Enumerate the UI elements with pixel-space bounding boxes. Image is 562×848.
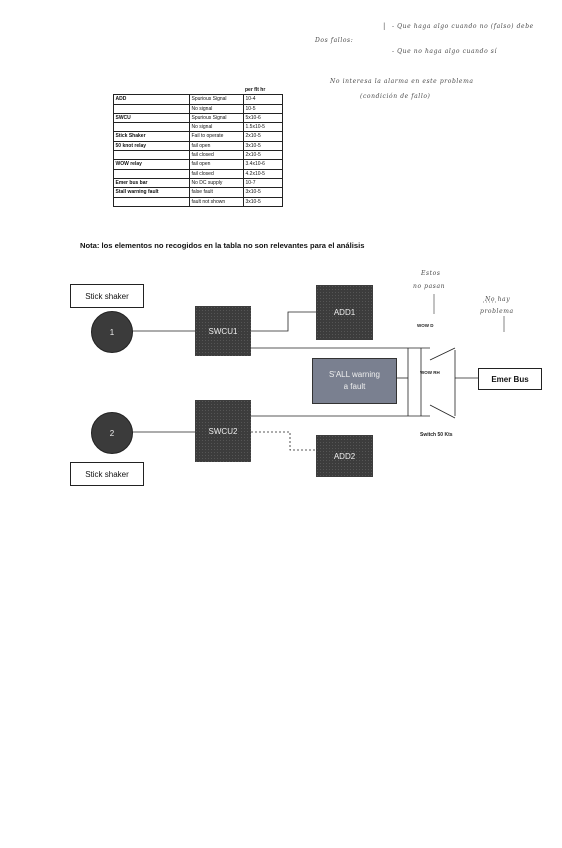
- stall-warning-line2: a fault: [343, 382, 366, 391]
- wow-d-label: WOW D: [417, 323, 434, 328]
- handwritten-switch-note-2: problema: [480, 308, 514, 315]
- table-header-rate: per flt hr: [245, 87, 266, 93]
- stall-warning-line1: S'ALL warning: [328, 370, 381, 379]
- stick-shaker-label-bottom: Stick shaker: [70, 462, 144, 486]
- table-cell-rate: 3.4x10-6: [243, 159, 283, 170]
- handwritten-wow-note-2: no pasan: [413, 283, 446, 290]
- analysis-note: Nota: los elementos no recogidos en la t…: [80, 241, 365, 250]
- handwritten-note-1: - Que haga algo cuando no (falso) debe: [392, 23, 534, 30]
- emer-bus-box: Emer Bus: [478, 368, 542, 390]
- wow-rh-label: WOW RH: [420, 370, 440, 375]
- handwritten-wow-note-1: Estos: [421, 270, 441, 277]
- table-header-row: per flt hr: [114, 86, 283, 95]
- handwritten-note-left: Dos fallos:: [315, 37, 354, 44]
- handwritten-note-4: (condición de fallo): [360, 93, 431, 100]
- stick-shaker-label-top: Stick shaker: [70, 284, 144, 308]
- table-cell-rate: 3x10-5: [243, 196, 283, 207]
- add1-box: ADD1: [316, 285, 373, 340]
- swcu1-box: SWCU1: [195, 306, 251, 356]
- handwritten-note-3: No interesa la alarma en este problema: [330, 78, 474, 85]
- table-cell-rate: 1.5x10-5: [243, 122, 283, 133]
- stick-shaker-2-circle: 2: [91, 412, 133, 454]
- handwritten-switch-note-1: No hay: [485, 296, 511, 303]
- stick-shaker-1-circle: 1: [91, 311, 133, 353]
- add2-box: ADD2: [316, 435, 373, 477]
- table-cell-rate: 4.2x10-5: [243, 168, 283, 179]
- swcu2-box: SWCU2: [195, 400, 251, 462]
- handwritten-note-2: - Que no haga algo cuando sí: [392, 48, 498, 55]
- switch-50kts-label: Switch 50 Kts: [420, 432, 453, 438]
- handwritten-brace: |: [383, 22, 386, 30]
- stall-warning-box: S'ALL warning a fault: [312, 358, 397, 404]
